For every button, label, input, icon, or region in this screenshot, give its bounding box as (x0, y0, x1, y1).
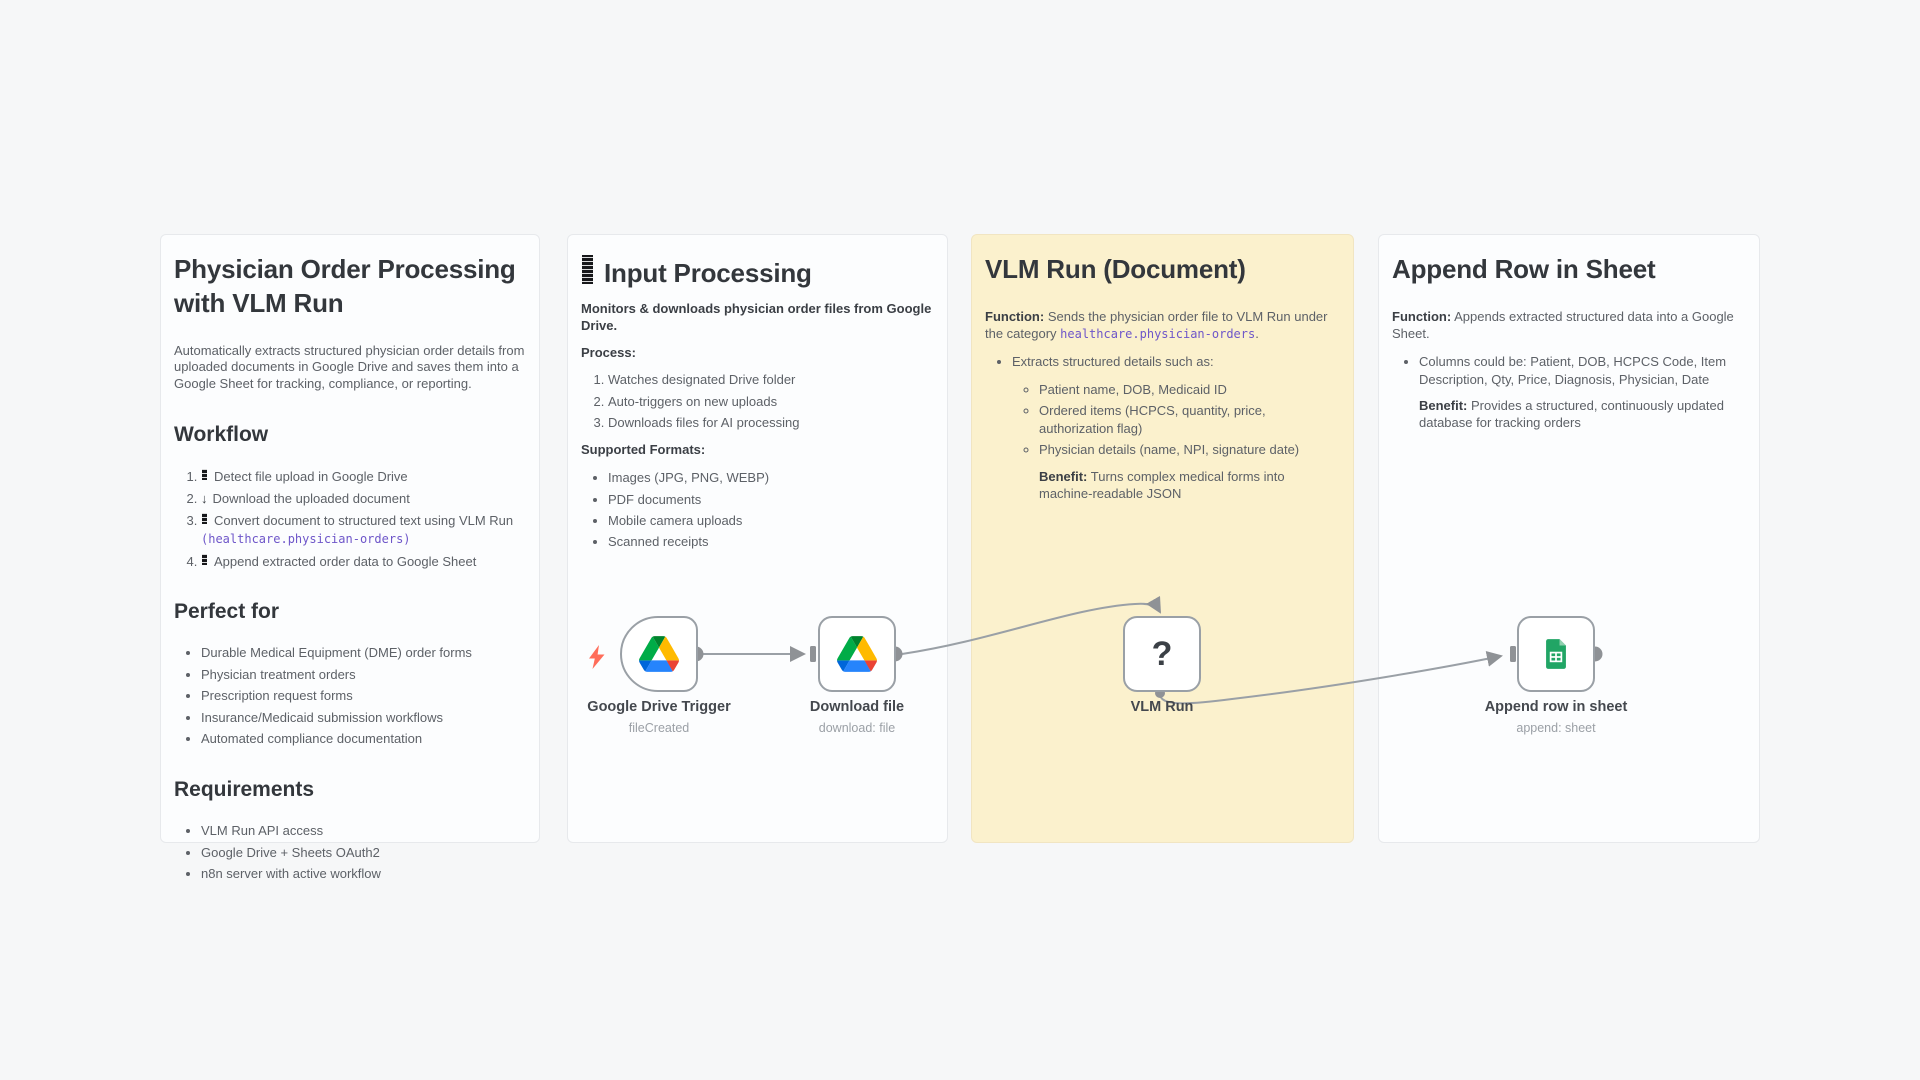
node-label: Append row in sheet (1484, 699, 1628, 715)
sticky-title: Append Row in Sheet (1392, 254, 1656, 284)
node-subtitle: fileCreated (628, 721, 690, 735)
requirements-heading: Requirements (174, 778, 315, 802)
list-item: Append extracted order data to Google Sh… (201, 552, 526, 571)
node-label: Download file (809, 699, 905, 715)
perfect-for-list: Durable Medical Equipment (DME) order fo… (174, 644, 526, 748)
append-benefit: Benefit: Provides a structured, continuo… (1419, 398, 1724, 431)
perfect-for-heading: Perfect for (174, 600, 280, 624)
node-subtitle: append: sheet (1516, 721, 1596, 735)
overview-intro: Automatically extracts structured physic… (174, 342, 525, 392)
node-append-row-in-sheet[interactable] (1517, 616, 1595, 692)
code-snippet: healthcare.physician-orders (1060, 326, 1256, 341)
list-item: Google Drive + Sheets OAuth2 (201, 844, 526, 862)
node-vlm-run[interactable]: ? (1123, 616, 1201, 692)
missing-emoji-icon (201, 552, 208, 567)
google-drive-icon (639, 636, 679, 672)
list-item: Columns could be: Patient, DOB, HCPCS Co… (1419, 353, 1746, 389)
list-item: Detect file upload in Google Drive (201, 467, 526, 486)
sticky-note-append-row[interactable]: Append Row in Sheet Function: Appends ex… (1378, 234, 1760, 843)
list-item: Physician treatment orders (201, 666, 526, 684)
lightning-bolt-icon (589, 645, 605, 669)
list-item: Patient name, DOB, Medicaid ID (1039, 381, 1340, 399)
vlm-benefit: Benefit: Turns complex medical forms int… (1039, 469, 1285, 502)
code-snippet: (healthcare.physician-orders) (201, 532, 411, 547)
requirements-list: VLM Run API access Google Drive + Sheets… (174, 822, 526, 883)
node-subtitle: download: file (818, 721, 896, 735)
list-item: ↓Download the uploaded document (201, 490, 526, 508)
list-item: Prescription request forms (201, 687, 526, 705)
list-item: Watches designated Drive folder (608, 371, 934, 389)
sticky-title: Input Processing (581, 253, 934, 291)
list-item: Automated compliance documentation (201, 730, 526, 748)
node-download-file[interactable] (818, 616, 896, 692)
list-item: Mobile camera uploads (608, 512, 934, 530)
process-label: Process: (581, 344, 636, 360)
process-list: Watches designated Drive folder Auto-tri… (581, 371, 934, 432)
question-mark-icon: ? (1151, 634, 1173, 673)
list-item: n8n server with active workflow (201, 865, 526, 883)
input-intro: Monitors & downloads physician order fil… (581, 300, 932, 333)
vlm-function: Function: Sends the physician order file… (985, 308, 1328, 341)
list-item: Auto-triggers on new uploads (608, 393, 934, 411)
sticky-note-vlm-run[interactable]: VLM Run (Document) Function: Sends the p… (971, 234, 1354, 843)
google-sheets-icon (1546, 639, 1566, 669)
list-item: VLM Run API access (201, 822, 526, 840)
list-item: Insurance/Medicaid submission workflows (201, 709, 526, 727)
list-item: Ordered items (HCPCS, quantity, price, a… (1039, 402, 1340, 438)
formats-list: Images (JPG, PNG, WEBP) PDF documents Mo… (581, 469, 934, 551)
down-arrow-icon: ↓ (201, 490, 208, 506)
sticky-note-overview[interactable]: Physician Order Processing with VLM Run … (160, 234, 540, 881)
node-label: Google Drive Trigger (587, 699, 731, 715)
sticky-title: VLM Run (Document) (985, 254, 1246, 284)
sticky-title: Physician Order Processing with VLM Run (174, 254, 516, 318)
list-item: Physician details (name, NPI, signature … (1039, 441, 1340, 459)
node-google-drive-trigger[interactable] (620, 616, 698, 692)
workflow-list: Detect file upload in Google Drive ↓Down… (174, 467, 526, 570)
google-drive-icon (837, 636, 877, 672)
append-function: Function: Appends extracted structured d… (1392, 308, 1734, 341)
missing-emoji-icon (201, 511, 208, 526)
list-item: PDF documents (608, 491, 934, 509)
missing-emoji-icon (581, 253, 594, 286)
list-item: Scanned receipts (608, 533, 934, 551)
list-item: Durable Medical Equipment (DME) order fo… (201, 644, 526, 662)
workflow-heading: Workflow (174, 423, 269, 447)
columns-list: Columns could be: Patient, DOB, HCPCS Co… (1392, 353, 1746, 433)
node-label: VLM Run (1130, 699, 1194, 715)
list-item: Extracts structured details such as: (1012, 353, 1340, 371)
extracts-list: Extracts structured details such as: Pat… (985, 353, 1340, 503)
extract-sublist: Patient name, DOB, Medicaid ID Ordered i… (1012, 381, 1340, 504)
formats-label: Supported Formats: (581, 442, 706, 458)
list-item: Images (JPG, PNG, WEBP) (608, 469, 934, 487)
list-item: Convert document to structured text usin… (201, 511, 526, 548)
sticky-note-input-processing[interactable]: Input Processing Monitors & downloads ph… (567, 234, 948, 843)
missing-emoji-icon (201, 467, 208, 482)
list-item: Downloads files for AI processing (608, 414, 934, 432)
